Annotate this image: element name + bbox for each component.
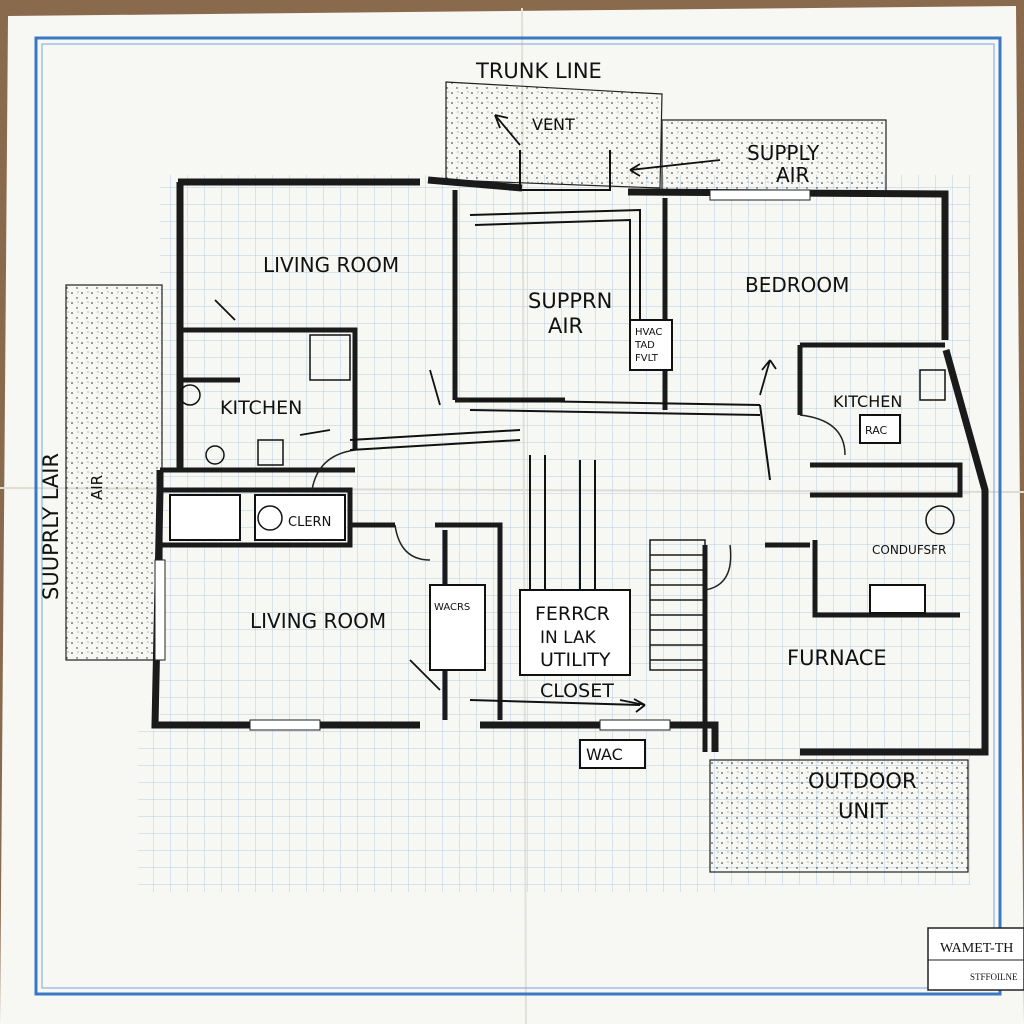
utility-label-4: CLOSET [540, 680, 614, 702]
windows [154, 189, 811, 731]
kitchen-left-label: KITCHEN [220, 397, 302, 419]
outdoor-unit-label-1: OUTDOOR [808, 769, 917, 793]
furnace-label: FURNACE [787, 646, 887, 670]
stairs [649, 539, 706, 671]
outdoor-unit-label-2: UNIT [838, 799, 888, 823]
title-block-line1: WAMET-TH [940, 941, 1013, 956]
sink-box [169, 494, 241, 541]
airflow-arrows [214, 114, 777, 713]
duct-runs [349, 150, 771, 706]
utility-label-1: FERRCR [535, 603, 610, 625]
kitchen-right-small-label: RAC [865, 424, 888, 437]
supply-air-center-label-2: AIR [548, 314, 583, 338]
door-swings [311, 414, 846, 591]
sheet-border-inner [41, 43, 995, 989]
hvac-box-label-2: TAD [634, 340, 655, 351]
supply-air-top-label-1: SUPPLY [747, 141, 820, 165]
bedroom-label: BEDROOM [745, 273, 849, 297]
supply-lair-side-label: SUUPRLY LAIR [39, 453, 63, 600]
hvac-box-label-3: FVLT [635, 353, 659, 364]
condenser-label: CONDUFSFR [872, 543, 946, 557]
supply-air-top-label-2: AIR [776, 163, 810, 187]
wac-box [579, 739, 646, 769]
vent-label: VENT [532, 115, 575, 134]
side-patio [65, 284, 163, 661]
small-left-box-label: WACRS [434, 602, 470, 613]
closet-box [254, 494, 346, 541]
wac-label: WAC [586, 745, 623, 764]
condenser-box [869, 584, 926, 614]
hvac-box-label-1: HVAC [635, 327, 662, 338]
kitchen-right-label: KITCHEN [833, 392, 902, 411]
fixtures [179, 334, 955, 535]
furnace-box [519, 589, 631, 676]
equipment [169, 319, 926, 769]
outdoor-pad [709, 759, 969, 873]
closet-small-label: CLERN [288, 515, 331, 530]
utility-label-2: IN LAK [540, 628, 597, 648]
living-room-bottom-label: LIVING ROOM [250, 609, 386, 633]
kitchen-right-box [859, 414, 901, 444]
trunk-line-title: TRUNK LINE [475, 59, 602, 83]
small-left-box [429, 584, 486, 671]
title-block [927, 927, 1024, 991]
top-duct-area [445, 81, 663, 189]
sheet-border [34, 36, 1002, 996]
air-side-label: AIR [88, 475, 106, 500]
utility-label-3: UTILITY [540, 649, 611, 671]
hvac-box [629, 319, 673, 371]
living-room-top-label: LIVING ROOM [263, 253, 399, 277]
supply-air-center-label-1: SUPPRN [528, 289, 612, 313]
title-block-line2: STFFOILNE [970, 972, 1018, 982]
